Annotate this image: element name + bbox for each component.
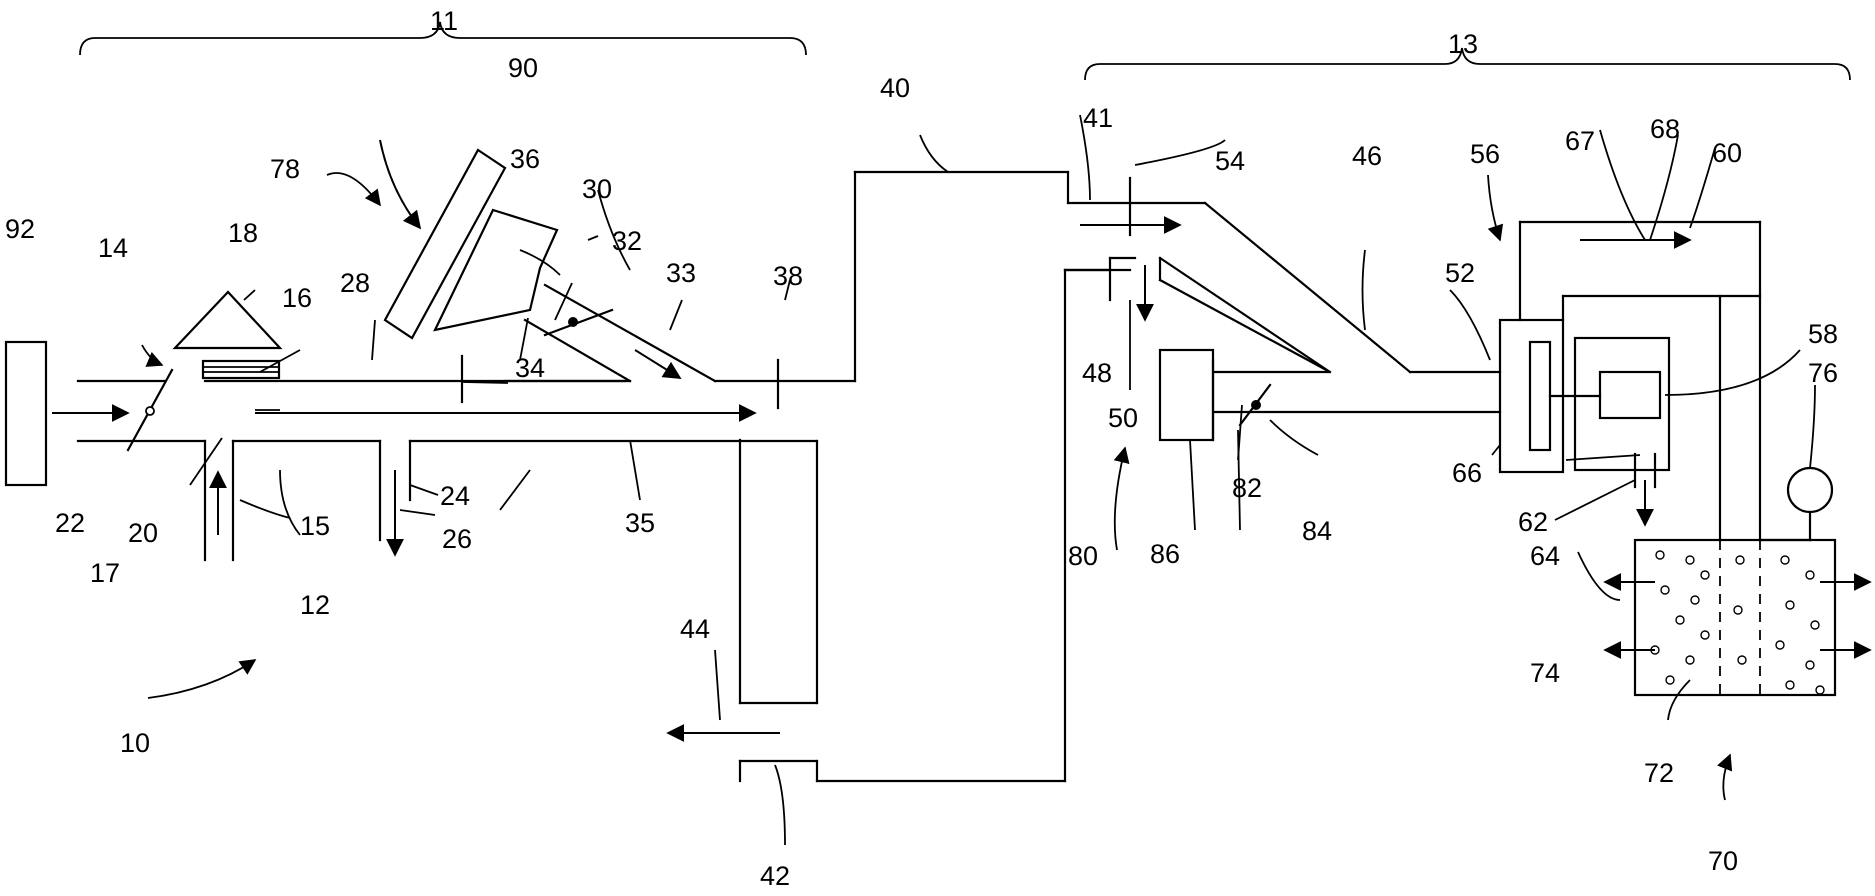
label-84: 84 <box>1302 516 1332 546</box>
label-17: 17 <box>90 558 120 588</box>
label-12: 12 <box>300 590 330 620</box>
label-42: 42 <box>760 861 790 891</box>
label-41: 41 <box>1083 103 1113 133</box>
leader-lines <box>142 115 1815 845</box>
label-14: 14 <box>98 233 128 263</box>
component-92-box <box>6 342 46 485</box>
label-33: 33 <box>666 258 696 288</box>
label-24: 24 <box>440 481 470 511</box>
label-92: 92 <box>5 214 35 244</box>
label-32: 32 <box>612 226 642 256</box>
tank-72 <box>1635 540 1835 695</box>
label-18: 18 <box>228 218 258 248</box>
label-82: 82 <box>1232 473 1262 503</box>
label-48: 48 <box>1082 358 1112 388</box>
label-40: 40 <box>880 73 910 103</box>
label-66: 66 <box>1452 458 1482 488</box>
label-50: 50 <box>1108 403 1138 433</box>
label-62: 62 <box>1518 507 1548 537</box>
valve-82-pivot <box>1251 400 1261 410</box>
label-26: 26 <box>442 524 472 554</box>
label-30: 30 <box>582 174 612 204</box>
label-74: 74 <box>1530 658 1560 688</box>
valve-20-pivot <box>146 407 154 415</box>
label-64: 64 <box>1530 541 1560 571</box>
gauge-76 <box>1788 468 1832 512</box>
component-16-rect <box>203 361 279 378</box>
label-35: 35 <box>625 508 655 538</box>
label-54: 54 <box>1215 146 1245 176</box>
label-22: 22 <box>55 508 85 538</box>
label-38: 38 <box>773 261 803 291</box>
tank-72-bubbles <box>1651 551 1824 694</box>
component-86-hatched <box>1160 350 1213 440</box>
label-15: 15 <box>300 511 330 541</box>
label-90: 90 <box>508 53 538 83</box>
label-78: 78 <box>270 154 300 184</box>
component-36-hatched <box>435 210 557 330</box>
label-52: 52 <box>1445 258 1475 288</box>
label-11: 11 <box>430 6 458 36</box>
label-58: 58 <box>1808 319 1838 349</box>
main-duct-11 <box>78 172 1205 781</box>
label-72: 72 <box>1644 758 1674 788</box>
label-10: 10 <box>120 728 150 758</box>
label-20: 20 <box>128 518 158 548</box>
label-13: 13 <box>1448 29 1478 59</box>
label-28: 28 <box>340 268 370 298</box>
label-34: 34 <box>515 353 545 383</box>
label-16: 16 <box>282 283 312 313</box>
label-86: 86 <box>1150 539 1180 569</box>
component-18-triangle <box>175 292 280 348</box>
right-system-13 <box>1065 203 1760 540</box>
label-44: 44 <box>680 614 710 644</box>
label-46: 46 <box>1352 141 1382 171</box>
label-36: 36 <box>510 144 540 174</box>
label-80: 80 <box>1068 541 1098 571</box>
label-76: 76 <box>1808 358 1838 388</box>
valve-32-flap <box>545 310 612 335</box>
label-56: 56 <box>1470 139 1500 169</box>
flow-arrows <box>52 140 1870 733</box>
label-70: 70 <box>1708 846 1738 876</box>
label-60: 60 <box>1712 138 1742 168</box>
label-68: 68 <box>1650 114 1680 144</box>
valve-32-pivot <box>568 317 578 327</box>
label-67: 67 <box>1565 126 1595 156</box>
